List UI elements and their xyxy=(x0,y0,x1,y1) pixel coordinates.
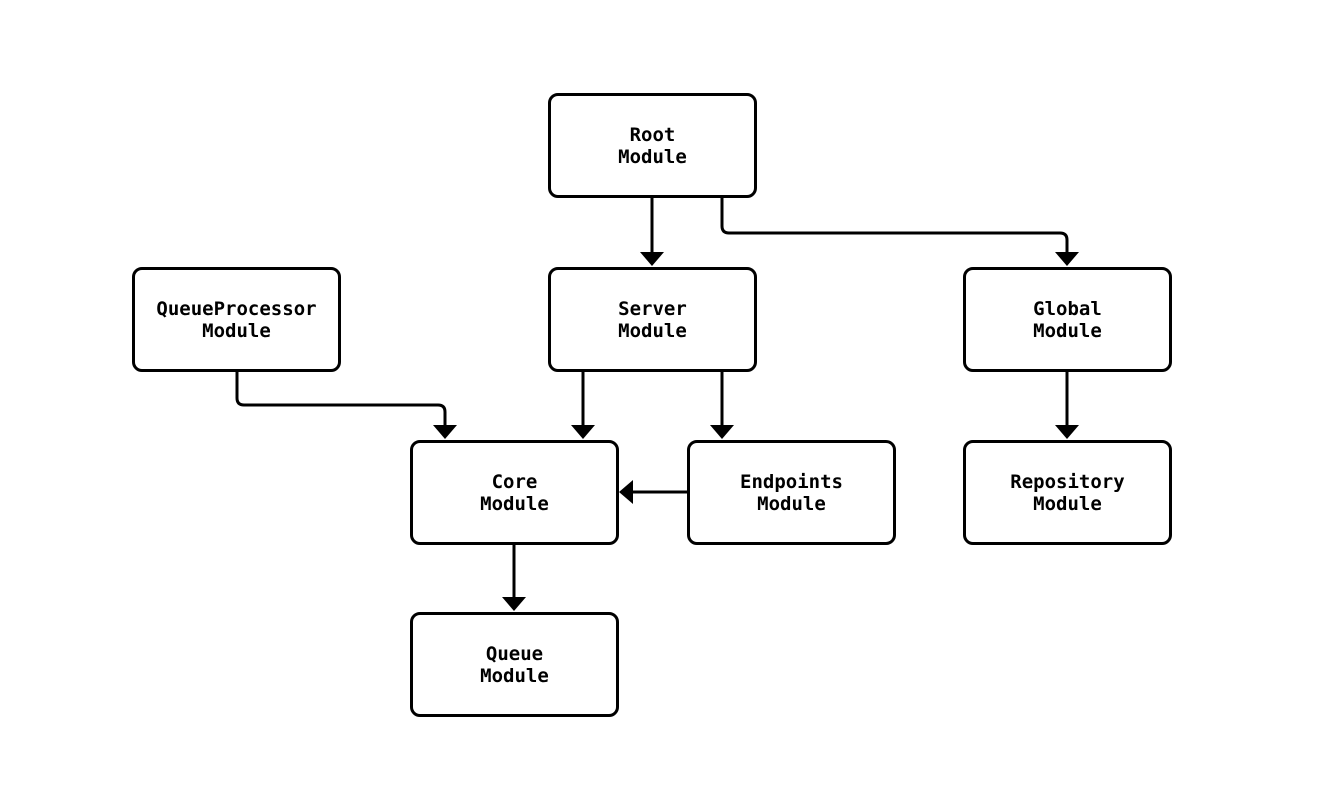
node-label-line: Core xyxy=(491,470,538,493)
edge-root-to-global xyxy=(720,198,1079,266)
node-label-line: Server xyxy=(618,297,687,320)
node-label-line: Module xyxy=(618,145,687,168)
node-core-module: Core Module xyxy=(410,440,619,545)
node-label-line: Module xyxy=(1033,492,1102,515)
node-label-line: Module xyxy=(757,492,826,515)
node-global-module: Global Module xyxy=(963,267,1172,372)
node-label-line: Module xyxy=(480,492,549,515)
node-label-line: Module xyxy=(1033,319,1102,342)
node-server-module: Server Module xyxy=(548,267,757,372)
node-label-line: Module xyxy=(480,664,549,687)
node-root-module: Root Module xyxy=(548,93,757,198)
edge-queueprocessor-to-core xyxy=(235,372,457,439)
node-queue-module: Queue Module xyxy=(410,612,619,717)
node-label-line: Root xyxy=(629,123,676,146)
node-repository-module: Repository Module xyxy=(963,440,1172,545)
node-label-line: QueueProcessor xyxy=(156,297,317,320)
node-label-line: Module xyxy=(618,319,687,342)
node-label-line: Endpoints xyxy=(740,470,843,493)
node-queueprocessor-module: QueueProcessor Module xyxy=(132,267,341,372)
node-label-line: Module xyxy=(202,319,271,342)
node-endpoints-module: Endpoints Module xyxy=(687,440,896,545)
node-label-line: Global xyxy=(1033,297,1102,320)
node-label-line: Repository xyxy=(1010,470,1125,493)
node-label-line: Queue xyxy=(485,642,544,665)
